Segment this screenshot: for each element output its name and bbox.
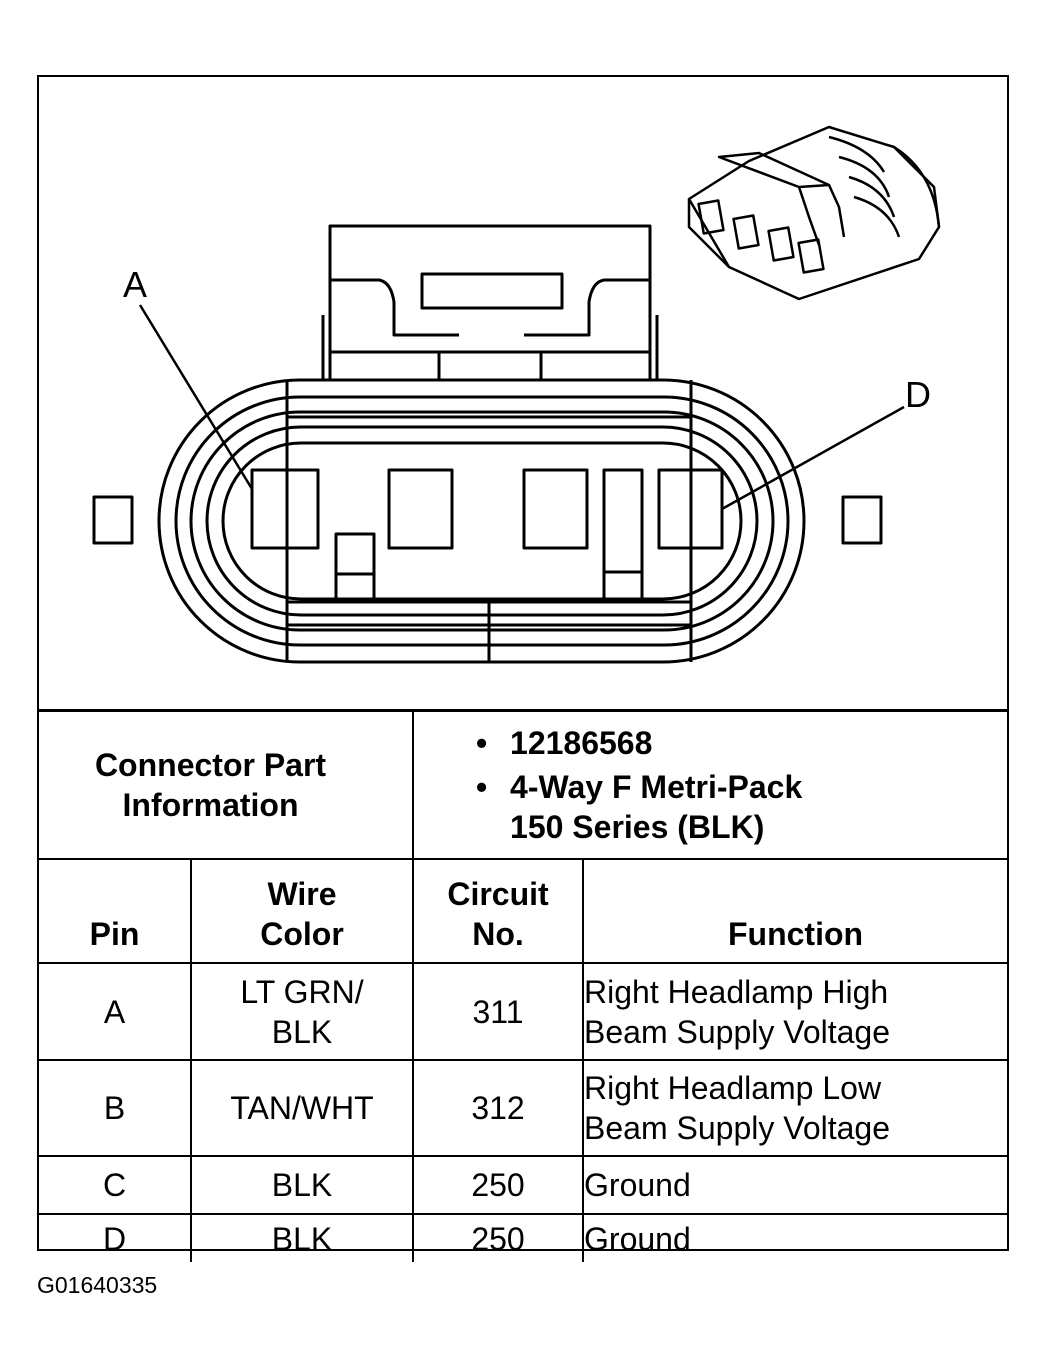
pin-cell: C bbox=[39, 1155, 192, 1215]
connector-face-diagram: A D bbox=[92, 125, 941, 664]
pin-cell: A bbox=[39, 962, 192, 1061]
connector-figure-frame: A D Connector Part Information bbox=[37, 75, 1009, 1262]
header-wire-color: Wire Color bbox=[189, 858, 415, 964]
callout-d-leader bbox=[721, 405, 905, 511]
function-cell: Ground bbox=[582, 1155, 1008, 1215]
function-cell: Right Headlamp High Beam Supply Voltage bbox=[582, 962, 1008, 1061]
pin-cell: D bbox=[39, 1213, 192, 1262]
right-side-tab bbox=[841, 495, 883, 545]
connector-info-table: Connector Part Information 12186568 4-Wa… bbox=[39, 709, 1008, 1262]
connector-part-info-list: 12186568 4-Way F Metri-Pack 150 Series (… bbox=[476, 723, 1007, 847]
figure-code: G01640335 bbox=[37, 1272, 158, 1298]
connector-series: 4-Way F Metri-Pack 150 Series (BLK) bbox=[476, 767, 1007, 847]
table-row: D BLK 250 Ground bbox=[39, 1213, 1008, 1262]
circuit-no-cell: 250 bbox=[412, 1213, 585, 1262]
connector-body bbox=[157, 378, 806, 664]
circuit-no-cell: 311 bbox=[412, 962, 585, 1061]
table-row: C BLK 250 Ground bbox=[39, 1155, 1008, 1215]
wire-color-cell: BLK bbox=[189, 1213, 415, 1262]
connector-isometric-sketch bbox=[687, 125, 941, 301]
wire-color-cell: TAN/WHT bbox=[189, 1059, 415, 1157]
function-cell: Ground bbox=[582, 1213, 1008, 1262]
cavity-b bbox=[387, 468, 454, 550]
circuit-no-cell: 312 bbox=[412, 1059, 585, 1157]
header-pin: Pin bbox=[39, 858, 192, 964]
callout-a-leader bbox=[138, 304, 254, 490]
cavity-a bbox=[250, 468, 320, 550]
connector-lock-tab bbox=[321, 224, 659, 382]
pin-cell: B bbox=[39, 1059, 192, 1157]
wire-color-cell: LT GRN/ BLK bbox=[189, 962, 415, 1061]
connector-part-info-label: Connector Part Information bbox=[94, 747, 327, 823]
table-header-row: Pin Wire Color Circuit No. Function bbox=[39, 858, 1008, 964]
header-function: Function bbox=[582, 858, 1008, 964]
callout-d-label: D bbox=[905, 374, 931, 415]
callout-a-label: A bbox=[123, 264, 147, 305]
wire-color-cell: BLK bbox=[189, 1155, 415, 1215]
table-row: A LT GRN/ BLK 311 Right Headlamp High Be… bbox=[39, 962, 1008, 1061]
header-circuit-no: Circuit No. bbox=[412, 858, 585, 964]
polarization-key-right bbox=[602, 468, 644, 602]
circuit-no-cell: 250 bbox=[412, 1155, 585, 1215]
table-row: B TAN/WHT 312 Right Headlamp Low Beam Su… bbox=[39, 1059, 1008, 1157]
polarization-key-left bbox=[334, 532, 376, 601]
cavity-c bbox=[522, 468, 589, 550]
function-cell: Right Headlamp Low Beam Supply Voltage bbox=[582, 1059, 1008, 1157]
part-number: 12186568 bbox=[476, 723, 1007, 763]
connector-part-info-row: Connector Part Information 12186568 4-Wa… bbox=[39, 709, 1008, 860]
left-side-tab bbox=[92, 495, 134, 545]
